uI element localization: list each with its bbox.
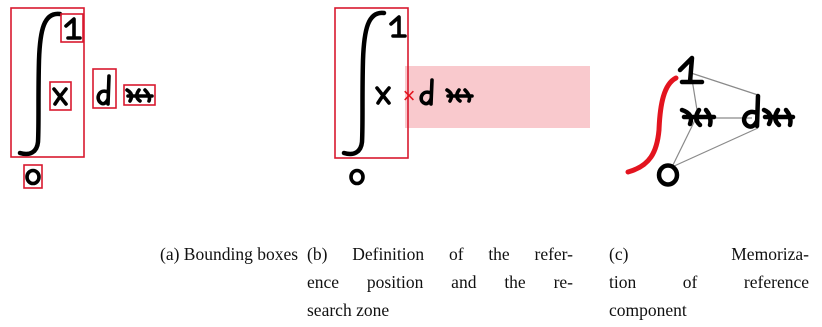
panel-b-illustration: × <box>334 7 590 186</box>
differential-d-glyph <box>419 78 434 106</box>
reference-integral-sign <box>625 75 679 175</box>
caption-line: search zone <box>307 300 390 320</box>
differential-d-glyph <box>96 74 111 106</box>
caption-panel-c: (c) Memoriza- tion of reference componen… <box>609 240 809 324</box>
link-lower-to-x <box>671 115 698 168</box>
search-zone <box>405 66 590 128</box>
caption-line: (b) Definition of the refer- <box>307 244 573 264</box>
panel-c-illustration <box>625 55 796 187</box>
integral-sign <box>17 11 63 157</box>
link-upper-to-dx <box>690 72 759 96</box>
variable-x-glyph <box>679 107 717 128</box>
differential-x-glyph <box>761 107 796 128</box>
caption-line: ence position and the re- <box>307 272 573 292</box>
differential-d-glyph <box>741 93 761 129</box>
bbox-integral <box>334 7 409 159</box>
caption-line: (c) Memoriza- <box>609 244 809 264</box>
upper-bound-glyph <box>64 17 82 40</box>
upper-bound-glyph <box>389 15 407 38</box>
figure-illustrations: × <box>10 7 796 189</box>
differential-x-glyph <box>125 88 154 103</box>
bbox-integral <box>10 7 85 158</box>
bbox-lower-bound <box>23 164 43 189</box>
caption-line: component <box>609 300 687 320</box>
lower-bound-glyph <box>349 168 365 186</box>
caption-line: tion of reference <box>609 272 809 292</box>
caption-line: (a) Bounding boxes <box>160 244 299 264</box>
lower-bound-glyph <box>656 163 680 187</box>
variable-x-glyph <box>375 86 391 105</box>
upper-bound-glyph <box>677 55 705 85</box>
bbox-differential-x <box>123 84 156 106</box>
bbox-upper-bound <box>60 13 84 43</box>
integral-sign <box>341 10 387 157</box>
differential-x-glyph <box>445 88 474 103</box>
bbox-differential-d <box>92 68 117 109</box>
panel-a-illustration <box>10 7 156 189</box>
link-lower-to-dx <box>671 127 759 168</box>
lower-bound-glyph <box>25 168 41 186</box>
reference-position-marker: × <box>403 83 416 108</box>
bbox-variable-x <box>49 81 72 111</box>
variable-x-glyph <box>52 87 68 106</box>
caption-panel-a: (a) Bounding boxes <box>160 240 360 268</box>
caption-panel-b: (b) Definition of the refer- ence positi… <box>307 240 573 324</box>
